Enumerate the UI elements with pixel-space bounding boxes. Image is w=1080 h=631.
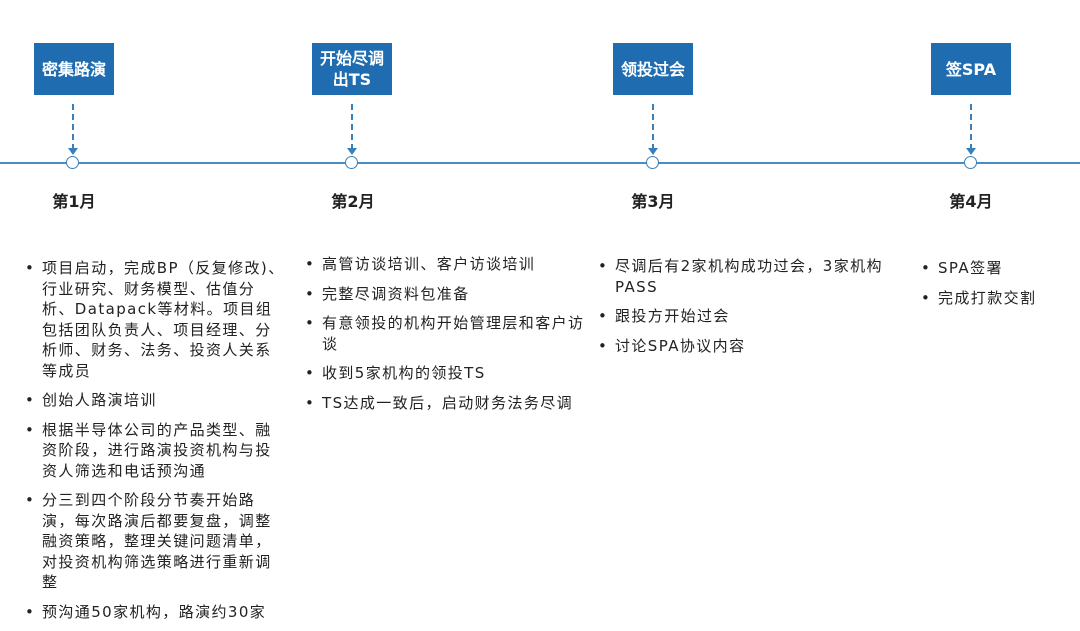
list-item: SPA签署: [921, 258, 1071, 279]
stage-2-title: 开始尽调出TS: [312, 43, 392, 95]
arrow-icon: [966, 148, 976, 155]
list-item: 高管访谈培训、客户访谈培训: [305, 254, 585, 275]
connector-2: [351, 104, 353, 150]
arrow-icon: [347, 148, 357, 155]
milestone-node-2: [345, 156, 358, 169]
list-item: 完成打款交割: [921, 288, 1071, 309]
connector-4: [970, 104, 972, 150]
stage-3-list: 尽调后有2家机构成功过会，3家机构PASS 跟投方开始过会 讨论SPA协议内容: [598, 256, 888, 365]
connector-1: [72, 104, 74, 150]
list-item: 项目启动，完成BP（反复修改)、行业研究、财务模型、估值分析、Datapack等…: [25, 258, 287, 381]
connector-3: [652, 104, 654, 150]
milestone-node-3: [646, 156, 659, 169]
list-item: 讨论SPA协议内容: [598, 336, 888, 357]
list-item: 收到5家机构的领投TS: [305, 363, 585, 384]
list-item: 分三到四个阶段分节奏开始路演，每次路演后都要复盘，调整融资策略，整理关键问题清单…: [25, 490, 287, 593]
stage-4-list: SPA签署 完成打款交割: [921, 258, 1071, 317]
arrow-icon: [68, 148, 78, 155]
arrow-icon: [648, 148, 658, 155]
month-label-4: 第4月: [949, 192, 993, 211]
stage-1-title: 密集路演: [34, 43, 114, 95]
timeline-axis: [0, 162, 1080, 164]
month-label-3: 第3月: [631, 192, 675, 211]
month-label-1: 第1月: [52, 192, 96, 211]
list-item: 完整尽调资料包准备: [305, 284, 585, 305]
list-item: 创始人路演培训: [25, 390, 287, 411]
milestone-node-4: [964, 156, 977, 169]
list-item: 有意领投的机构开始管理层和客户访谈: [305, 313, 585, 354]
list-item: TS达成一致后，启动财务法务尽调: [305, 393, 585, 414]
stage-4-title: 签SPA: [931, 43, 1011, 95]
stage-3-title: 领投过会: [613, 43, 693, 95]
list-item: 尽调后有2家机构成功过会，3家机构PASS: [598, 256, 888, 297]
list-item: 跟投方开始过会: [598, 306, 888, 327]
list-item: 预沟通50家机构，路演约30家: [25, 602, 287, 623]
stage-1-list: 项目启动，完成BP（反复修改)、行业研究、财务模型、估值分析、Datapack等…: [25, 258, 287, 631]
list-item: 根据半导体公司的产品类型、融资阶段，进行路演投资机构与投资人筛选和电话预沟通: [25, 420, 287, 482]
month-label-2: 第2月: [331, 192, 375, 211]
stage-2-list: 高管访谈培训、客户访谈培训 完整尽调资料包准备 有意领投的机构开始管理层和客户访…: [305, 254, 585, 422]
milestone-node-1: [66, 156, 79, 169]
